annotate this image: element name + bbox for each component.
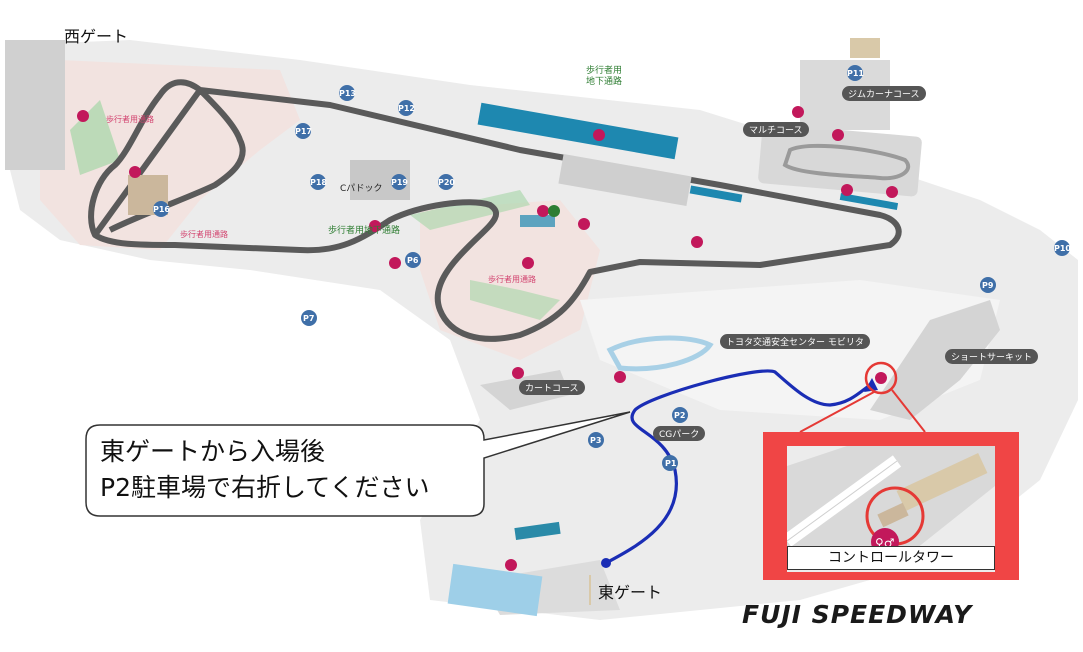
callout-text: 東ゲートから入場後 P2駐車場で右折してください	[100, 434, 429, 506]
svg-text:P16: P16	[153, 205, 170, 214]
gymkhana-label: ジムカーナコース	[842, 86, 926, 101]
green-strip	[410, 190, 530, 230]
svg-text:P3: P3	[590, 436, 601, 445]
toyota-center-track	[606, 335, 714, 372]
c-paddock-label: Cパドック	[340, 184, 383, 194]
inset-connector-line	[891, 389, 926, 433]
east-gate-building	[514, 521, 561, 541]
west-zone	[40, 60, 300, 250]
svg-text:P6: P6	[407, 256, 419, 265]
callout-line-2: P2駐車場で右折してください	[100, 473, 430, 502]
svg-text:P19: P19	[391, 178, 408, 187]
svg-text:P10: P10	[1054, 244, 1071, 253]
inset-image: ♀♂ コントロールタワー	[787, 446, 995, 572]
race-track	[88, 79, 902, 342]
entry-route	[604, 369, 872, 565]
underpass-mid-label: 歩行者用地下通路	[328, 226, 401, 236]
svg-text:P12: P12	[398, 104, 415, 113]
west-gate-label: 西ゲート	[64, 27, 129, 46]
west-parking-area	[5, 40, 65, 170]
control-tower-highlight	[864, 361, 898, 395]
inset-drawing: ♀♂	[787, 446, 995, 566]
gymkhana-building	[850, 38, 880, 58]
green-strip	[470, 280, 560, 320]
short-circuit-label: ショートサーキット	[945, 349, 1039, 364]
underpass-top-label: 歩行者用 地下通路	[586, 66, 623, 87]
restaurant-icon	[548, 205, 560, 217]
svg-text:P20: P20	[438, 178, 455, 187]
walkway-label-inner: 歩行者用通路	[488, 275, 536, 284]
east-gate-label: 東ゲート	[598, 583, 663, 602]
svg-text:P11: P11	[847, 69, 864, 78]
route-start-dot	[601, 558, 611, 568]
toyota-center-label: トヨタ交通安全センター モビリタ	[720, 334, 870, 349]
svg-text:P18: P18	[310, 178, 327, 187]
svg-text:P17: P17	[295, 127, 312, 136]
svg-text:P2: P2	[674, 411, 685, 420]
multi-course	[758, 123, 922, 197]
cg-park-label: CGパーク	[653, 426, 706, 441]
route-arrow	[864, 378, 878, 392]
callout-line-1: 東ゲートから入場後	[100, 437, 326, 466]
walkway-label-center: 歩行者用通路	[180, 230, 228, 239]
svg-text:P9: P9	[982, 281, 994, 290]
grandstand	[477, 102, 899, 227]
svg-text:P1: P1	[665, 459, 677, 468]
inset-label: コントロールタワー	[787, 546, 995, 570]
control-tower-inset: ♀♂ コントロールタワー	[763, 432, 1019, 580]
svg-text:P7: P7	[303, 314, 314, 323]
multi-course-label: マルチコース	[743, 122, 809, 137]
kart-course-label: カートコース	[519, 380, 585, 395]
parking-markers: P1 P2 P3 P6 P7 P9 P10 P11 P12 P13 P16 P1…	[153, 65, 1071, 471]
east-pond	[447, 563, 543, 617]
toilet-markers	[77, 106, 898, 571]
short-circuit	[870, 300, 1000, 420]
inset-connector-line	[799, 391, 875, 433]
walkway-label-west: 歩行者用通路	[106, 115, 154, 124]
svg-text:P13: P13	[339, 89, 356, 98]
fuji-speedway-logo: FUJI SPEEDWAY	[742, 600, 973, 629]
